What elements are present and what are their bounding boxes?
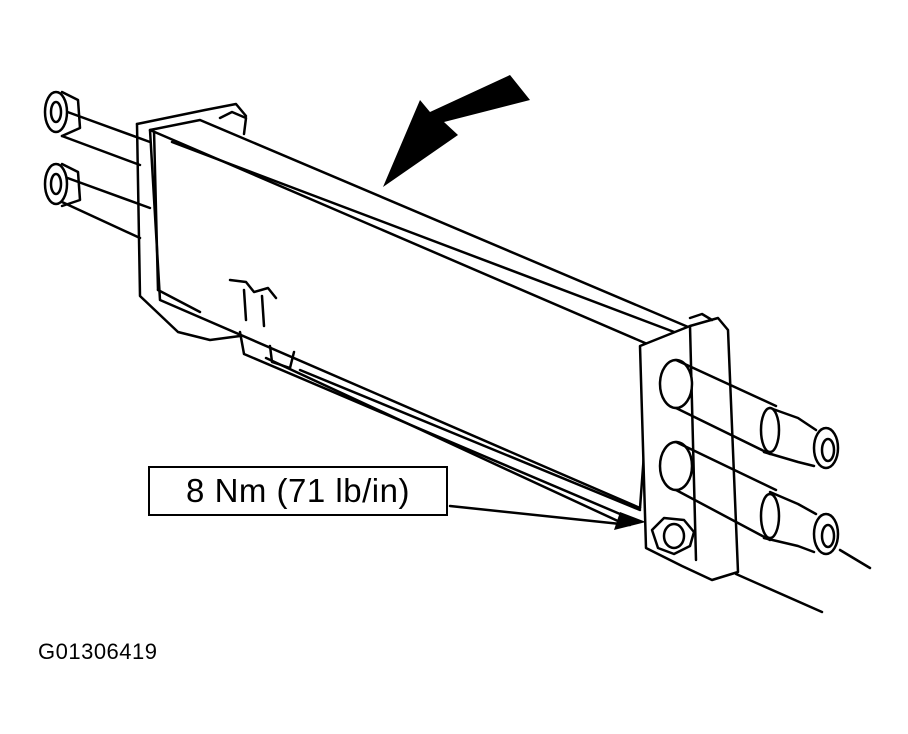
torque-callout: 8 Nm (71 lb/in) <box>148 466 448 516</box>
leader-line <box>448 504 632 527</box>
right-lower-tube <box>658 440 872 570</box>
left-lower-tube <box>43 162 152 240</box>
leader-arrowhead <box>614 512 646 530</box>
torque-label: 8 Nm (71 lb/in) <box>186 472 410 509</box>
left-upper-tube <box>43 90 152 167</box>
figure-id: G01306419 <box>38 639 158 664</box>
cooler-body <box>148 118 702 524</box>
location-arrow <box>383 75 530 187</box>
right-upper-tube <box>658 358 840 470</box>
mounting-bolt <box>650 516 696 556</box>
reference-lines <box>298 368 824 614</box>
